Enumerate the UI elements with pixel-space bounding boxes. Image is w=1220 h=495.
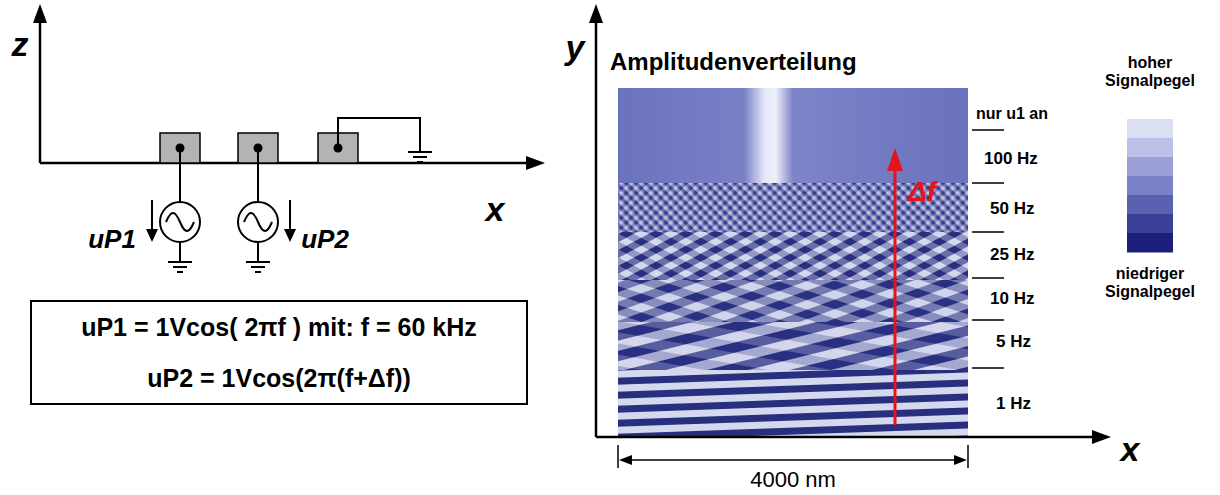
formula-box: uP1 = 1Vcos( 2πf ) mit: f = 60 kHz uP2 = … <box>30 300 528 405</box>
axis-label: z <box>12 25 29 64</box>
axes <box>596 20 1094 437</box>
colorbar <box>1127 100 1173 253</box>
band-label: 5 Hz <box>996 332 1031 352</box>
delta-f-arrow <box>887 148 903 425</box>
arrowhead <box>33 4 47 23</box>
arrowhead <box>619 455 632 465</box>
arrowhead <box>954 455 967 465</box>
amplitude-image <box>618 88 968 437</box>
panel-title: Amplitudenverteilung <box>610 48 857 76</box>
arrowhead <box>589 4 603 23</box>
band-label: 50 Hz <box>990 199 1034 219</box>
arrowhead <box>526 156 545 170</box>
band-label: 1 Hz <box>996 394 1031 414</box>
sine-symbol <box>166 213 272 231</box>
band-label: 100 Hz <box>984 149 1038 169</box>
band-label: nur u1 an <box>976 105 1048 123</box>
axes <box>40 20 528 163</box>
axis-label: x <box>486 190 505 229</box>
wires <box>180 118 420 262</box>
ground-symbol <box>168 152 432 272</box>
signal-name: uP1 <box>88 225 136 255</box>
band-label: 25 Hz <box>990 245 1034 265</box>
contact-dots <box>176 144 343 153</box>
colorbar-label: hoher Signalpegel <box>1090 54 1210 91</box>
formula-text: uP2 = 1Vcos(2π(f+Δf)) <box>147 363 411 393</box>
dimension-label: 4000 nm <box>750 467 836 492</box>
ac-source-symbol <box>160 202 278 242</box>
axis-label: x <box>1121 430 1140 469</box>
signal-name: uP2 <box>301 225 349 255</box>
axis-label: y <box>566 28 585 67</box>
dimension-line <box>618 445 968 468</box>
formula-text: uP1 = 1Vcos( 2πf ) mit: f = 60 kHz <box>81 312 477 342</box>
delta-label: Δf <box>908 176 936 208</box>
voltage-arrow <box>146 200 296 242</box>
arrowhead <box>1092 430 1111 444</box>
colorbar-label: niedriger Signalpegel <box>1090 265 1210 302</box>
band-label: 10 Hz <box>990 289 1034 309</box>
